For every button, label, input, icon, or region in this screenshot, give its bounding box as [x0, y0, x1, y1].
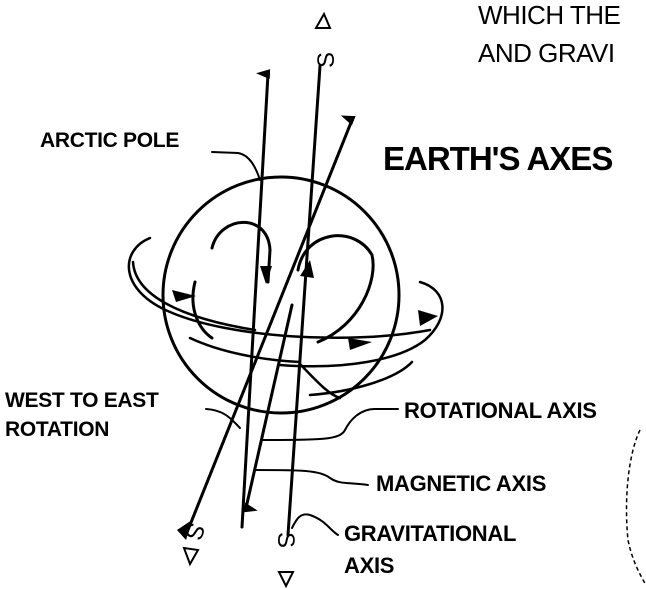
west-to-east-label-line-1: WEST TO EAST	[5, 389, 159, 412]
diagram-title: EARTH'S AXES	[383, 140, 613, 177]
top-pole-marker: S	[313, 11, 340, 68]
top-pole-letter: S	[313, 52, 340, 68]
west-to-east-label-line-2: ROTATION	[5, 418, 110, 441]
right-dashed-boundary	[625, 429, 646, 586]
magnetic-axis-line	[184, 115, 356, 537]
magnetic-field-lines	[191, 221, 375, 344]
bottom-center-pole-triangle	[277, 571, 295, 589]
arctic-pole-label: ARCTIC POLE	[40, 129, 180, 152]
gravitational-axis-label-line-1: GRAVITATIONAL	[344, 521, 517, 546]
rotation-arrowhead-left	[172, 290, 196, 302]
axes	[184, 64, 356, 537]
bottom-left-pole-letter: S	[179, 519, 210, 543]
rotation-arrowhead-right	[418, 310, 438, 326]
bottom-center-pole-letter: S	[272, 532, 299, 548]
leader-lines	[205, 151, 399, 536]
lower-axis-line	[242, 303, 294, 513]
field-arrowhead-1	[260, 266, 272, 284]
rotation-band	[127, 236, 444, 400]
top-pole-triangle	[314, 11, 332, 29]
bottom-left-pole-triangle	[182, 546, 200, 567]
rotational-axis-label: ROTATIONAL AXIS	[404, 398, 597, 423]
bottom-magnetic-arrowhead	[177, 520, 192, 540]
header-text-line-1: WHICH THE	[478, 0, 621, 30]
bottom-center-pole-marker: S	[272, 532, 299, 589]
magnetic-axis-label: MAGNETIC AXIS	[376, 471, 547, 496]
bottom-left-pole-marker: S	[179, 519, 210, 567]
earth-globe	[161, 175, 401, 415]
rotational-axis-line	[240, 69, 271, 529]
gravitational-axis-line	[286, 64, 322, 537]
rotation-arrowhead-front	[348, 338, 372, 350]
header-text-line-2: AND GRAVI	[478, 38, 615, 68]
gravitational-axis-label-line-2: AXIS	[344, 553, 395, 578]
